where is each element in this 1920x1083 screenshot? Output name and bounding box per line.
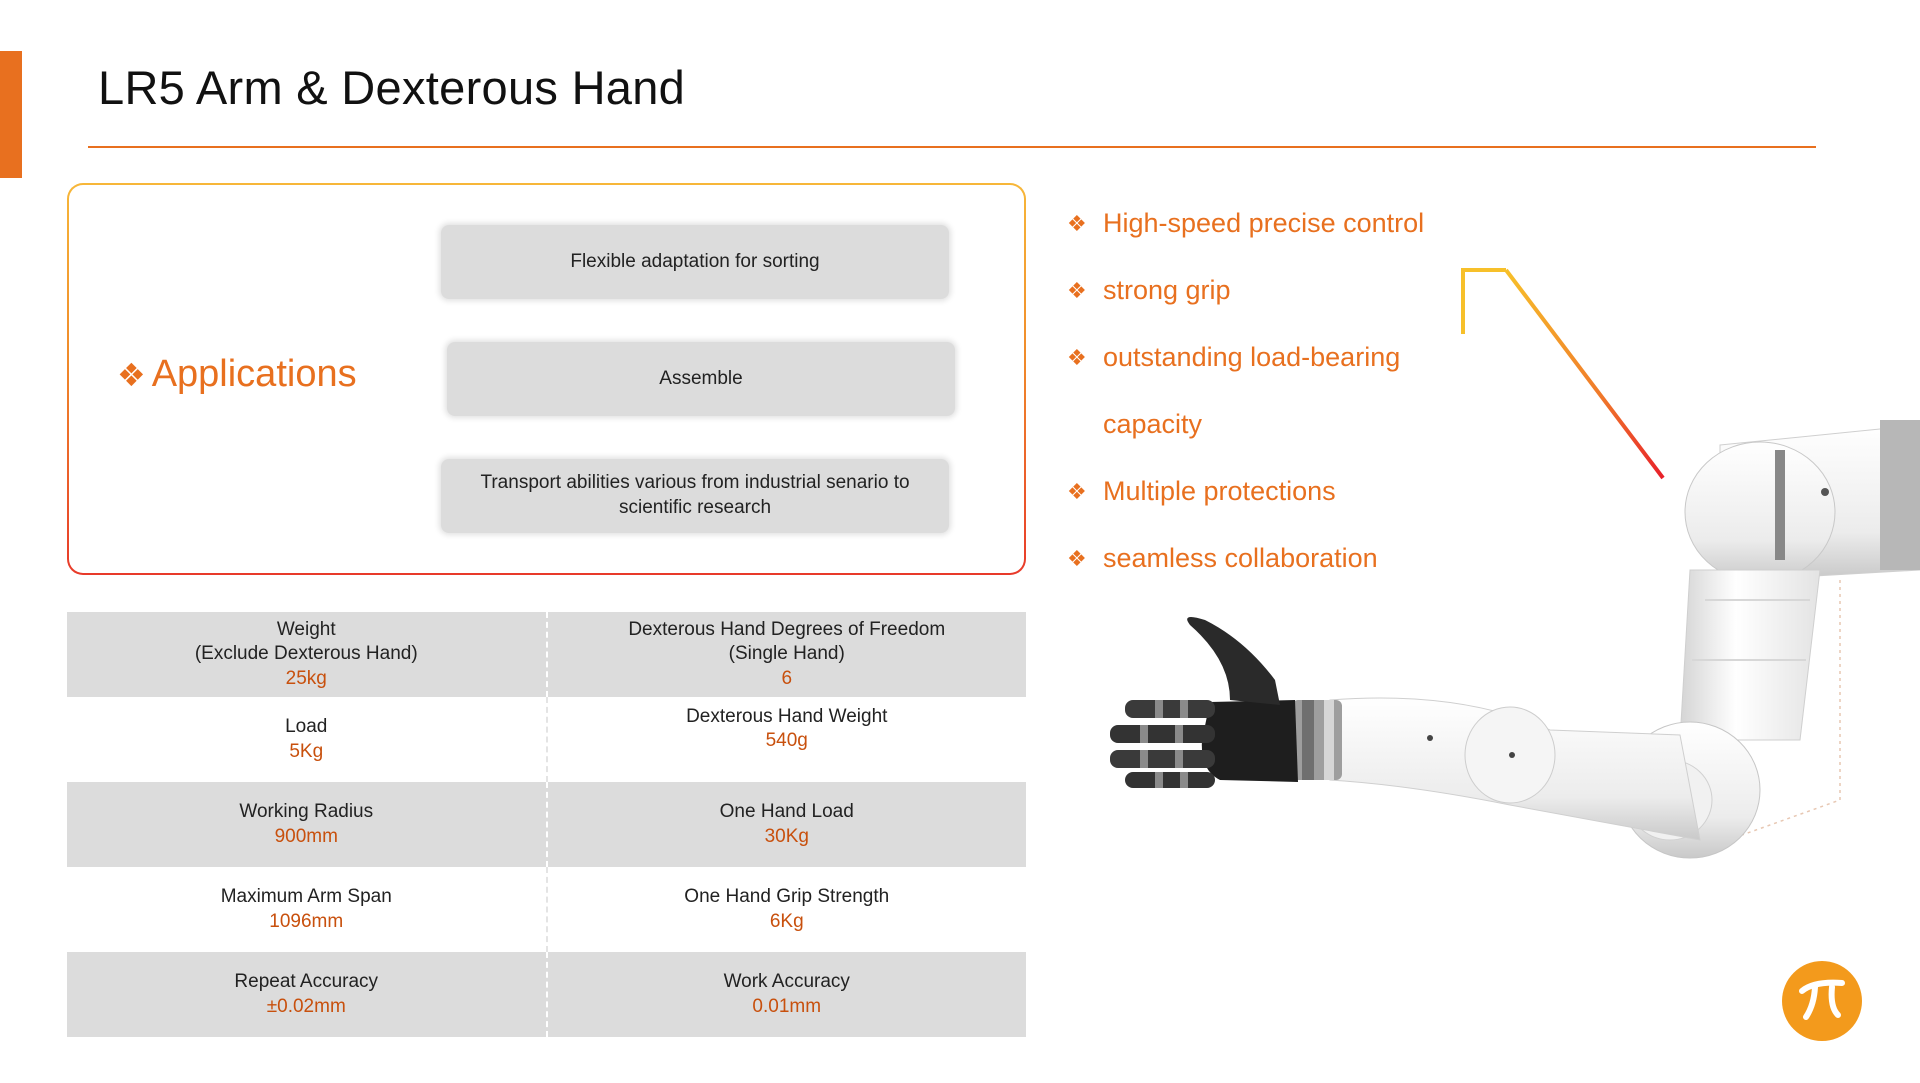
spec-table: Weight (Exclude Dexterous Hand) 25kg Dex… — [67, 612, 1026, 1037]
feature-label: outstanding load-bearing — [1103, 342, 1401, 372]
spec-cell-work-accuracy: Work Accuracy 0.01mm — [545, 952, 1027, 1037]
applications-panel: ❖ Applications Flexible adaptation for s… — [67, 183, 1026, 575]
spec-label: Repeat Accuracy — [234, 971, 379, 993]
spec-cell-grip-strength: One Hand Grip Strength 6Kg — [545, 867, 1027, 952]
spec-sublabel: (Exclude Dexterous Hand) — [194, 643, 418, 665]
list-item-continuation: capacity — [1067, 391, 1424, 458]
diamond-cluster-icon: ❖ — [1067, 545, 1087, 571]
spec-value: ±0.02mm — [266, 995, 346, 1017]
diamond-cluster-icon: ❖ — [1067, 344, 1087, 370]
robot-shoulder — [1684, 420, 1920, 583]
spec-label: Working Radius — [239, 801, 374, 823]
spec-label: Dexterous Hand Degrees of Freedom — [628, 619, 946, 641]
dexterous-hand — [1110, 616, 1298, 788]
spec-cell-hand-dof: Dexterous Hand Degrees of Freedom (Singl… — [545, 612, 1027, 697]
pi-logo-icon — [1782, 961, 1862, 1041]
spec-sublabel: (Single Hand) — [728, 643, 845, 665]
spec-value: 25kg — [285, 667, 327, 689]
diamond-cluster-icon: ❖ — [1067, 478, 1087, 504]
diamond-cluster-icon: ❖ — [117, 356, 146, 393]
diamond-cluster-icon: ❖ — [1067, 210, 1087, 236]
spec-cell-weight: Weight (Exclude Dexterous Hand) 25kg — [67, 612, 546, 697]
feature-label: seamless collaboration — [1103, 543, 1378, 573]
application-item-transport: Transport abilities various from industr… — [441, 459, 949, 533]
spec-label: Work Accuracy — [723, 971, 850, 993]
spec-label: Load — [285, 716, 328, 738]
spec-value: 0.01mm — [752, 995, 822, 1017]
page-title: LR5 Arm & Dexterous Hand — [98, 61, 686, 114]
spec-label: One Hand Load — [719, 801, 854, 823]
spec-value: 6Kg — [769, 910, 804, 932]
list-item: ❖ Multiple protections — [1067, 458, 1424, 525]
table-row: Maximum Arm Span 1096mm One Hand Grip St… — [67, 867, 1026, 952]
application-item-assemble: Assemble — [447, 342, 955, 416]
spec-value: 1096mm — [269, 910, 344, 932]
spec-value: 900mm — [274, 825, 338, 847]
spec-value: 5Kg — [289, 740, 324, 762]
feature-list: ❖ High-speed precise control ❖ strong gr… — [1067, 190, 1424, 592]
spec-value: 30Kg — [764, 825, 809, 847]
feature-label: High-speed precise control — [1103, 208, 1425, 238]
diamond-cluster-icon: ❖ — [1067, 277, 1087, 303]
applications-heading: ❖ Applications — [117, 353, 357, 396]
spec-cell-repeat-accuracy: Repeat Accuracy ±0.02mm — [67, 952, 546, 1037]
application-item-sorting: Flexible adaptation for sorting — [441, 225, 949, 299]
spec-cell-working-radius: Working Radius 900mm — [67, 782, 546, 867]
spec-cell-load: Load 5Kg — [67, 697, 546, 782]
title-divider — [88, 146, 1816, 148]
applications-heading-label: Applications — [151, 353, 357, 395]
dashed-outline — [1699, 580, 1841, 851]
feature-label: capacity — [1103, 409, 1203, 439]
robot-forearm — [1329, 697, 1701, 841]
table-row: Working Radius 900mm One Hand Load 30Kg — [67, 782, 1026, 867]
feature-label: Multiple protections — [1103, 476, 1336, 506]
spec-label: One Hand Grip Strength — [684, 886, 890, 908]
spec-label: Weight — [276, 619, 336, 641]
table-row: Repeat Accuracy ±0.02mm Work Accuracy 0.… — [67, 952, 1026, 1037]
callout-leader-line — [1461, 268, 1665, 480]
list-item: ❖ seamless collaboration — [1067, 525, 1424, 592]
list-item: ❖ outstanding load-bearing — [1067, 324, 1424, 391]
feature-label: strong grip — [1103, 275, 1231, 305]
spec-value: 6 — [781, 667, 793, 689]
list-item: ❖ strong grip — [1067, 257, 1424, 324]
table-row: Load 5Kg Dexterous Hand Weight 540g — [67, 697, 1026, 782]
robot-upper-arm — [1679, 569, 1821, 741]
spec-label: Maximum Arm Span — [220, 886, 392, 908]
spec-cell-one-hand-load: One Hand Load 30Kg — [545, 782, 1027, 867]
spec-cell-hand-weight: Dexterous Hand Weight 540g — [545, 697, 1027, 782]
spec-cell-arm-span: Maximum Arm Span 1096mm — [67, 867, 546, 952]
robot-arm-illustration — [1110, 268, 1920, 859]
robot-wrist — [1292, 700, 1342, 780]
list-item: ❖ High-speed precise control — [1067, 190, 1424, 257]
spec-label: Dexterous Hand Weight — [686, 706, 888, 727]
spec-value: 540g — [765, 730, 808, 752]
accent-bar — [0, 51, 22, 178]
table-row: Weight (Exclude Dexterous Hand) 25kg Dex… — [67, 612, 1026, 697]
